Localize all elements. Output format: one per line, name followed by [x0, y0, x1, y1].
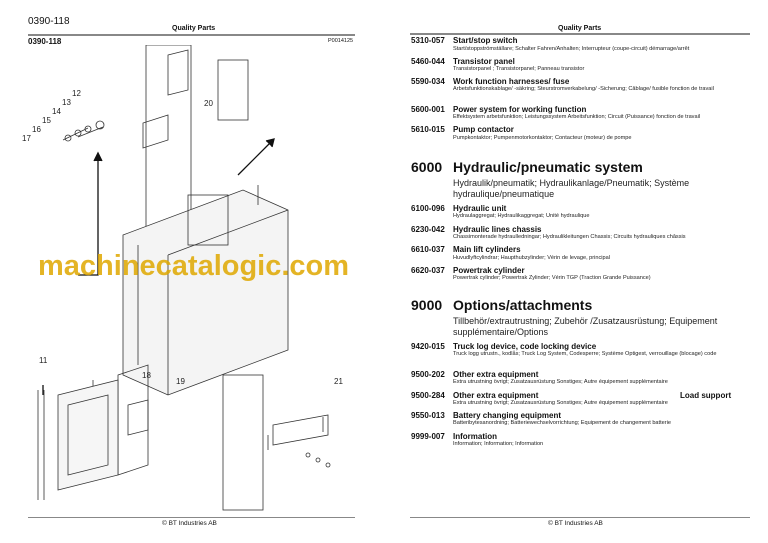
- item-code: 5590-034: [411, 77, 445, 86]
- left-header: Quality Parts: [172, 25, 216, 32]
- item-title: Transistor panel: [453, 57, 515, 66]
- item-code: 9500-284: [411, 391, 445, 400]
- item-desc: Pumpkontaktor; Pumpenmotorkontaktor; Con…: [453, 135, 632, 141]
- callout-15: 15: [42, 116, 51, 125]
- callout-19: 19: [176, 377, 185, 386]
- item-title: Battery changing equipment: [453, 411, 562, 420]
- item-code: 5310-057: [411, 36, 445, 45]
- item-code: 6620-037: [411, 266, 445, 275]
- callout-11: 11: [39, 356, 48, 365]
- item-title: Information: [453, 432, 497, 441]
- item-code: 9999-007: [411, 432, 445, 441]
- callout-18: 18: [142, 371, 151, 380]
- callout-12: 12: [72, 89, 81, 98]
- callout-14: 14: [52, 107, 61, 116]
- item-title: Power system for working function: [453, 105, 587, 114]
- callout-17: 17: [22, 134, 31, 143]
- item-code: 6230-042: [411, 225, 445, 234]
- item-desc: Tillbehör/extrautrustning; Zubehör /Zusa…: [453, 316, 718, 337]
- item-title: Hydraulic/pneumatic system: [453, 159, 643, 175]
- right-header: Quality Parts: [558, 25, 602, 32]
- item-title: Start/stop switch: [453, 36, 518, 45]
- left-footer: © BT Industries AB: [162, 520, 217, 527]
- exploded-parts-diagram: [37, 45, 331, 511]
- item-desc: Hydraulaggregat; Hydraulikaggregat; Unit…: [453, 213, 590, 219]
- item-code: 9500-202: [411, 370, 445, 379]
- watermark: machinecatalogic.com: [38, 250, 350, 282]
- item-code: 9000: [411, 297, 443, 313]
- item-title: Hydraulic unit: [453, 204, 507, 213]
- item-title: Hydraulic lines chassis: [453, 225, 542, 234]
- item-code: 5600-001: [411, 105, 445, 114]
- item-desc: Extra utrustning övrigt; Zusatzausrüstun…: [453, 379, 668, 385]
- item-desc: Effektsystem arbetsfunktion; Leistungssy…: [453, 114, 701, 120]
- callout-20: 20: [204, 99, 213, 108]
- item-desc: Arbetsfunktionskablage/ -säkring; Steurs…: [453, 86, 714, 92]
- item-title: Truck log device, code locking device: [453, 342, 597, 351]
- item-desc: Transistorpanel ; Transistorpanel; Panne…: [453, 66, 585, 72]
- item-code: 5460-044: [411, 57, 445, 66]
- right-footer: © BT Industries AB: [548, 520, 603, 527]
- item-desc: Huvudlyftcylindrar; Haupthubzylinder; Vé…: [453, 255, 611, 261]
- item-desc: Information; Information; Information: [453, 441, 544, 447]
- item-desc: Truck logg utrustn., kodlås; Truck Log S…: [453, 351, 717, 357]
- item-title: Options/attachments: [453, 297, 593, 313]
- item-desc: Extra utrustning övrigt; Zusatzausrüstun…: [453, 400, 668, 406]
- item-title: Other extra equipment: [453, 391, 539, 400]
- item-title: Main lift cylinders: [453, 245, 521, 254]
- item-desc: Hydraulik/pneumatik; Hydraulikanlage/Pne…: [453, 178, 690, 199]
- item-desc: Chassimonterade hydraulledningar; Hydrau…: [453, 234, 686, 240]
- item-desc: Powertrak cylinder; Powertrak Zylinder; …: [453, 275, 651, 281]
- section-code: 0390-118: [28, 37, 62, 46]
- item-note: Load support: [680, 391, 732, 400]
- callout-13: 13: [62, 98, 71, 107]
- callout-21: 21: [334, 377, 343, 386]
- item-title: Pump contactor: [453, 125, 514, 134]
- item-title: Work function harnesses/ fuse: [453, 77, 570, 86]
- callout-16: 16: [32, 125, 41, 134]
- item-code: 6000: [411, 159, 443, 175]
- item-code: 6100-096: [411, 204, 445, 213]
- item-code: 5610-015: [411, 125, 445, 134]
- item-desc: Start/stoppströmställare; Schalter Fahre…: [453, 46, 690, 52]
- item-code: 9550-013: [411, 411, 445, 420]
- page-ref: 0390-118: [28, 16, 70, 27]
- drawing-id: P0014125: [328, 38, 354, 44]
- item-title: Powertrak cylinder: [453, 266, 525, 275]
- item-code: 6610-037: [411, 245, 445, 254]
- item-desc: Batteribytesanordning; Batteriewechselvo…: [453, 420, 671, 426]
- item-title: Other extra equipment: [453, 370, 539, 379]
- item-code: 9420-015: [411, 342, 445, 351]
